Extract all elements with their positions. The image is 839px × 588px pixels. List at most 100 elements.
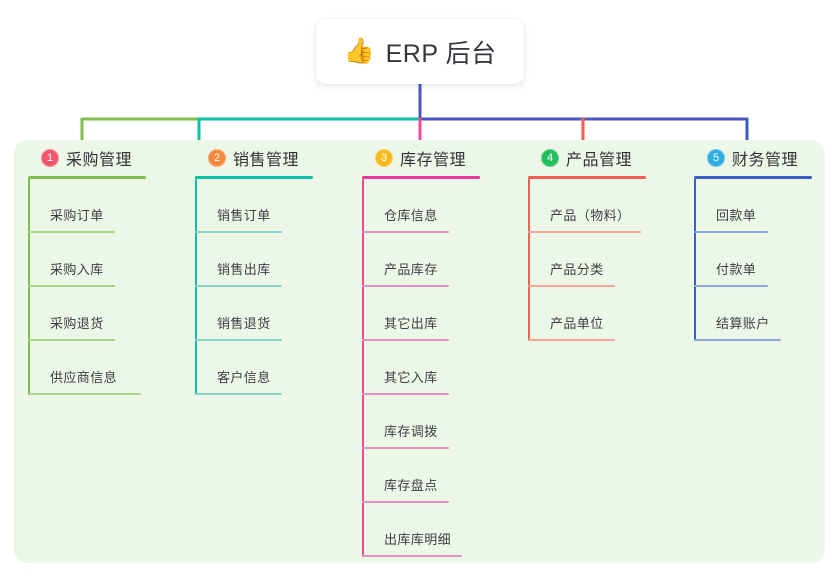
branch-item-label: 采购入库 (50, 262, 104, 277)
branch-item[interactable]: 销售出库 (195, 233, 313, 287)
branch-item-rule (362, 285, 449, 287)
branch-item[interactable]: 库存调拨 (362, 395, 480, 449)
branch-title: 财务管理 (732, 152, 799, 169)
branch-column: 1 采购管理采购订单采购入库采购退货供应商信息 (28, 146, 146, 395)
branch-number-badge: 4 (541, 149, 559, 167)
branch-item[interactable]: 采购入库 (28, 233, 146, 287)
branch-item-rule (362, 501, 449, 503)
branch-item-label: 采购订单 (50, 208, 104, 223)
branch-item[interactable]: 库存盘点 (362, 449, 480, 503)
branch-item-rule (362, 339, 449, 341)
branch-item-rule (362, 555, 462, 557)
branch-item[interactable]: 客户信息 (195, 341, 313, 395)
root-node-content: 👍 ERP 后台 (343, 34, 496, 70)
branch-title: 产品管理 (566, 152, 633, 169)
branch-item-rule (528, 231, 641, 233)
branch-title: 库存管理 (400, 152, 467, 169)
branch-item-rule (694, 339, 781, 341)
branch-number-badge: 3 (375, 149, 393, 167)
branches-panel (14, 140, 825, 563)
branch-item-rule (195, 339, 282, 341)
branch-item-label: 产品库存 (384, 262, 438, 277)
thumbs-up-icon: 👍 (343, 37, 375, 65)
branch-item[interactable]: 销售退货 (195, 287, 313, 341)
branch-item-list: 采购订单采购入库采购退货供应商信息 (28, 179, 146, 395)
branch-item-label: 销售订单 (217, 208, 271, 223)
branch-item-label: 其它入库 (384, 370, 438, 385)
branch-spine (195, 179, 197, 395)
branch-item-rule (195, 285, 282, 287)
branch-item-rule (694, 285, 768, 287)
branch-item-rule (528, 339, 615, 341)
branch-number-badge: 5 (707, 149, 725, 167)
branch-spine (362, 179, 364, 557)
branch-header[interactable]: 5 财务管理 (707, 146, 812, 170)
branch-spine (28, 179, 30, 395)
branch-item-rule (694, 231, 768, 233)
branch-item[interactable]: 其它入库 (362, 341, 480, 395)
branch-column: 5 财务管理回款单付款单结算账户 (694, 146, 812, 341)
branch-item-label: 结算账户 (716, 316, 770, 331)
branch-item-rule (528, 285, 615, 287)
branch-item-label: 产品（物料） (550, 208, 631, 223)
branch-header[interactable]: 3 库存管理 (375, 146, 480, 170)
branch-header[interactable]: 2 销售管理 (208, 146, 313, 170)
branch-item[interactable]: 结算账户 (694, 287, 812, 341)
branch-spine (528, 179, 530, 341)
branch-number-badge: 1 (41, 149, 59, 167)
branch-header[interactable]: 4 产品管理 (541, 146, 646, 170)
branch-header[interactable]: 1 采购管理 (41, 146, 146, 170)
branch-item-label: 产品单位 (550, 316, 604, 331)
branch-item-label: 其它出库 (384, 316, 438, 331)
branch-item[interactable]: 采购退货 (28, 287, 146, 341)
branch-spine (694, 179, 696, 341)
branch-item-rule (362, 231, 449, 233)
branch-item-rule (195, 231, 282, 233)
branch-header-rule (362, 176, 480, 179)
branch-item-rule (28, 285, 115, 287)
branch-item-rule (362, 447, 449, 449)
branch-item-label: 产品分类 (550, 262, 604, 277)
branch-item[interactable]: 采购订单 (28, 179, 146, 233)
branch-item-label: 库存盘点 (384, 478, 438, 493)
branch-item[interactable]: 产品库存 (362, 233, 480, 287)
branch-item-list: 产品（物料） 产品分类产品单位 (528, 179, 646, 341)
branch-number-badge: 2 (208, 149, 226, 167)
branch-item[interactable]: 其它出库 (362, 287, 480, 341)
branch-item-label: 采购退货 (50, 316, 104, 331)
branch-item-label: 回款单 (716, 208, 757, 223)
branch-item[interactable]: 供应商信息 (28, 341, 146, 395)
branch-item[interactable]: 销售订单 (195, 179, 313, 233)
branch-item-label: 付款单 (716, 262, 757, 277)
branch-item-label: 出库库明细 (384, 532, 452, 547)
branch-item-rule (195, 393, 282, 395)
branch-item[interactable]: 仓库信息 (362, 179, 480, 233)
branch-header-rule (528, 176, 646, 179)
branch-item-rule (362, 393, 449, 395)
branch-item-rule (28, 393, 141, 395)
branch-column: 3 库存管理仓库信息产品库存其它出库其它入库库存调拨库存盘点出库库明细 (362, 146, 480, 557)
branch-title: 采购管理 (66, 152, 133, 169)
branch-item-label: 仓库信息 (384, 208, 438, 223)
branch-item[interactable]: 出库库明细 (362, 503, 480, 557)
branch-item-label: 库存调拨 (384, 424, 438, 439)
branch-item-list: 回款单付款单结算账户 (694, 179, 812, 341)
branch-item-label: 销售出库 (217, 262, 271, 277)
branch-column: 4 产品管理产品（物料） 产品分类产品单位 (528, 146, 646, 341)
branch-header-rule (694, 176, 812, 179)
branch-item-list: 仓库信息产品库存其它出库其它入库库存调拨库存盘点出库库明细 (362, 179, 480, 557)
branch-item-rule (28, 339, 115, 341)
branch-title: 销售管理 (233, 152, 300, 169)
branch-item[interactable]: 产品（物料） (528, 179, 646, 233)
branch-item[interactable]: 付款单 (694, 233, 812, 287)
branch-item[interactable]: 产品单位 (528, 287, 646, 341)
root-node[interactable]: 👍 ERP 后台 (316, 19, 524, 84)
branch-item[interactable]: 产品分类 (528, 233, 646, 287)
branch-item[interactable]: 回款单 (694, 179, 812, 233)
branch-item-label: 销售退货 (217, 316, 271, 331)
branch-header-rule (195, 176, 313, 179)
branch-item-list: 销售订单销售出库销售退货客户信息 (195, 179, 313, 395)
branch-header-rule (28, 176, 146, 179)
